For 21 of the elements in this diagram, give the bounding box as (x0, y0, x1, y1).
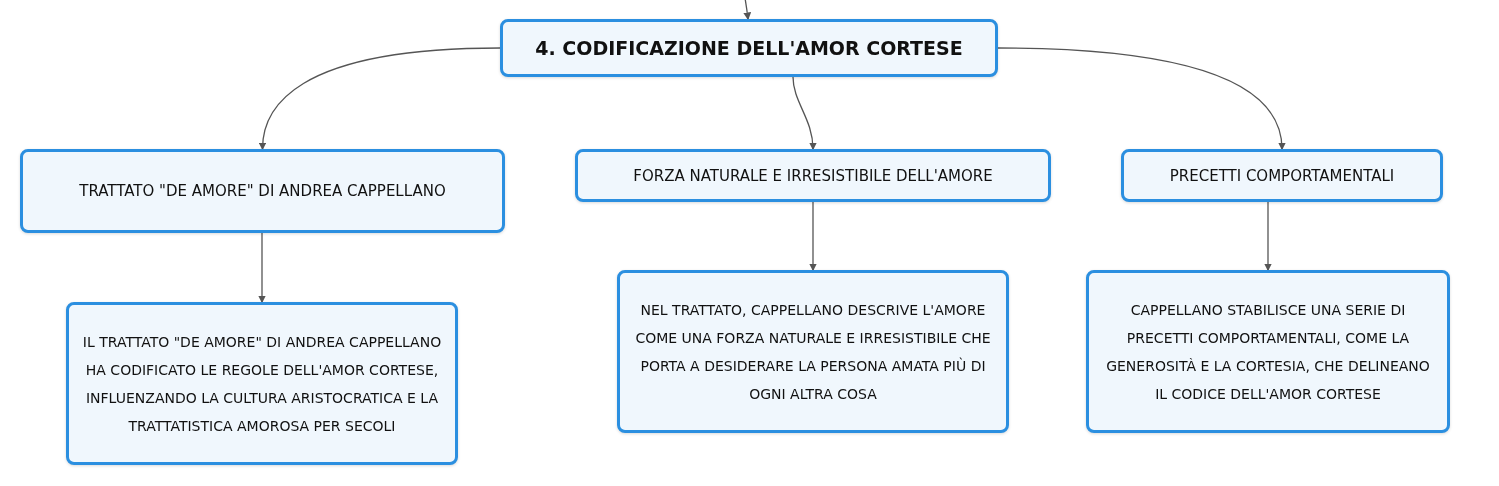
node-text: 4. CODIFICAZIONE DELL'AMOR CORTESE (535, 37, 963, 59)
description-box (66, 302, 458, 465)
subtopic-box (1121, 149, 1443, 202)
node-text: CAPPELLANO STABILISCE UNA SERIE DI PRECETTI COMPORTAMENTALI, COME LA GENEROSITÀ E LA CORTESIA, CHE DELINEANO IL CODICE DELL'AMOR CORTESE (1105, 300, 1431, 404)
connector-arrow (259, 47, 501, 151)
connector-arrow (997, 47, 1286, 151)
node-text: IL TRATTATO "DE AMORE" DI ANDREA CAPPELLANO HA CODIFICATO LE REGOLE DELL'AMOR CORTESE, INFLUENZANDO LA CULTURA ARISTOCRATICA E LA TRATTATISTICA AMOROSA PER SECOLI (81, 332, 443, 436)
node-text: FORZA NATURALE E IRRESISTIBILE DELL'AMORE (633, 165, 993, 187)
subtopic-box (20, 149, 505, 233)
description-box (1086, 270, 1450, 433)
topic-box (500, 19, 998, 77)
subtopic-box (575, 149, 1051, 202)
connector-arrow (792, 76, 817, 151)
connector-arrow (258, 232, 266, 304)
node-text: NEL TRATTATO, CAPPELLANO DESCRIVE L'AMORE COME UNA FORZA NATURALE E IRRESISTIBILE CHE PORTA A DESIDERARE LA PERSONA AMATA PIÙ DI OGNI ALTRA COSA (634, 300, 992, 404)
connector-arrow (809, 201, 817, 272)
description-box (617, 270, 1009, 433)
connector-arrow (743, 0, 752, 21)
connector-arrow (1264, 201, 1272, 272)
node-text: PRECETTI COMPORTAMENTALI (1169, 165, 1395, 187)
node-text: TRATTATO "DE AMORE" DI ANDREA CAPPELLANO (79, 181, 446, 202)
